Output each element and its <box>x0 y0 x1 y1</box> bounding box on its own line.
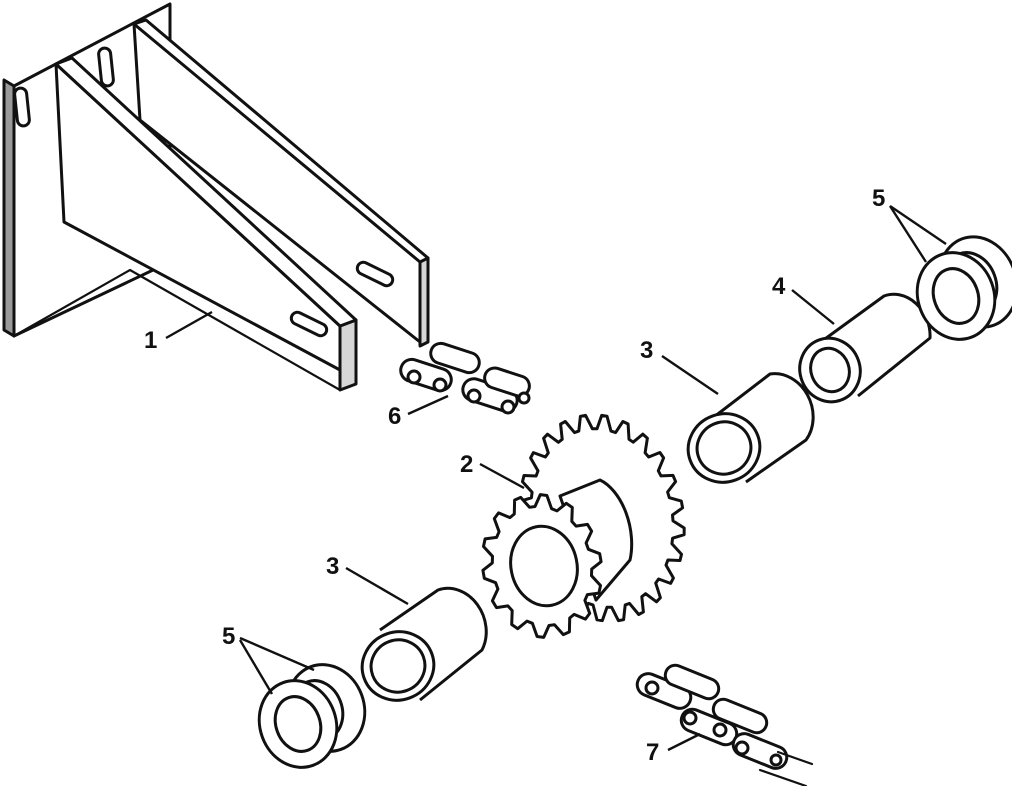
flanged-bearing-upper <box>915 235 1012 341</box>
callout-7: 7 <box>646 732 701 766</box>
callout-5-lower-label: 5 <box>222 623 235 650</box>
mounting-bracket <box>2 2 430 392</box>
callout-6-label: 6 <box>388 403 401 430</box>
callout-5-upper: 5 <box>872 185 947 263</box>
callout-4-label: 4 <box>772 273 786 300</box>
callout-5-lower: 5 <box>222 623 315 695</box>
callout-3-lower: 3 <box>326 553 409 606</box>
callout-4: 4 <box>772 273 835 325</box>
callout-3-lower-label: 3 <box>326 553 339 580</box>
callout-3-upper: 3 <box>640 337 719 395</box>
double-sprocket <box>481 413 686 639</box>
spacer-tube <box>798 292 932 404</box>
callout-5-upper-label: 5 <box>872 185 885 212</box>
callout-1: 1 <box>144 310 213 354</box>
bushing-upper <box>686 372 815 484</box>
callout-6: 6 <box>388 394 449 430</box>
callout-3-upper-label: 3 <box>640 337 653 364</box>
callout-7-label: 7 <box>646 739 659 766</box>
callout-2-label: 2 <box>460 451 473 478</box>
flanged-bearing-lower <box>257 663 367 769</box>
chain-segment-short <box>399 341 531 415</box>
bushing-lower <box>360 586 488 702</box>
callout-1-label: 1 <box>144 327 157 354</box>
chain-segment-long <box>635 663 814 786</box>
callout-2: 2 <box>460 451 525 490</box>
